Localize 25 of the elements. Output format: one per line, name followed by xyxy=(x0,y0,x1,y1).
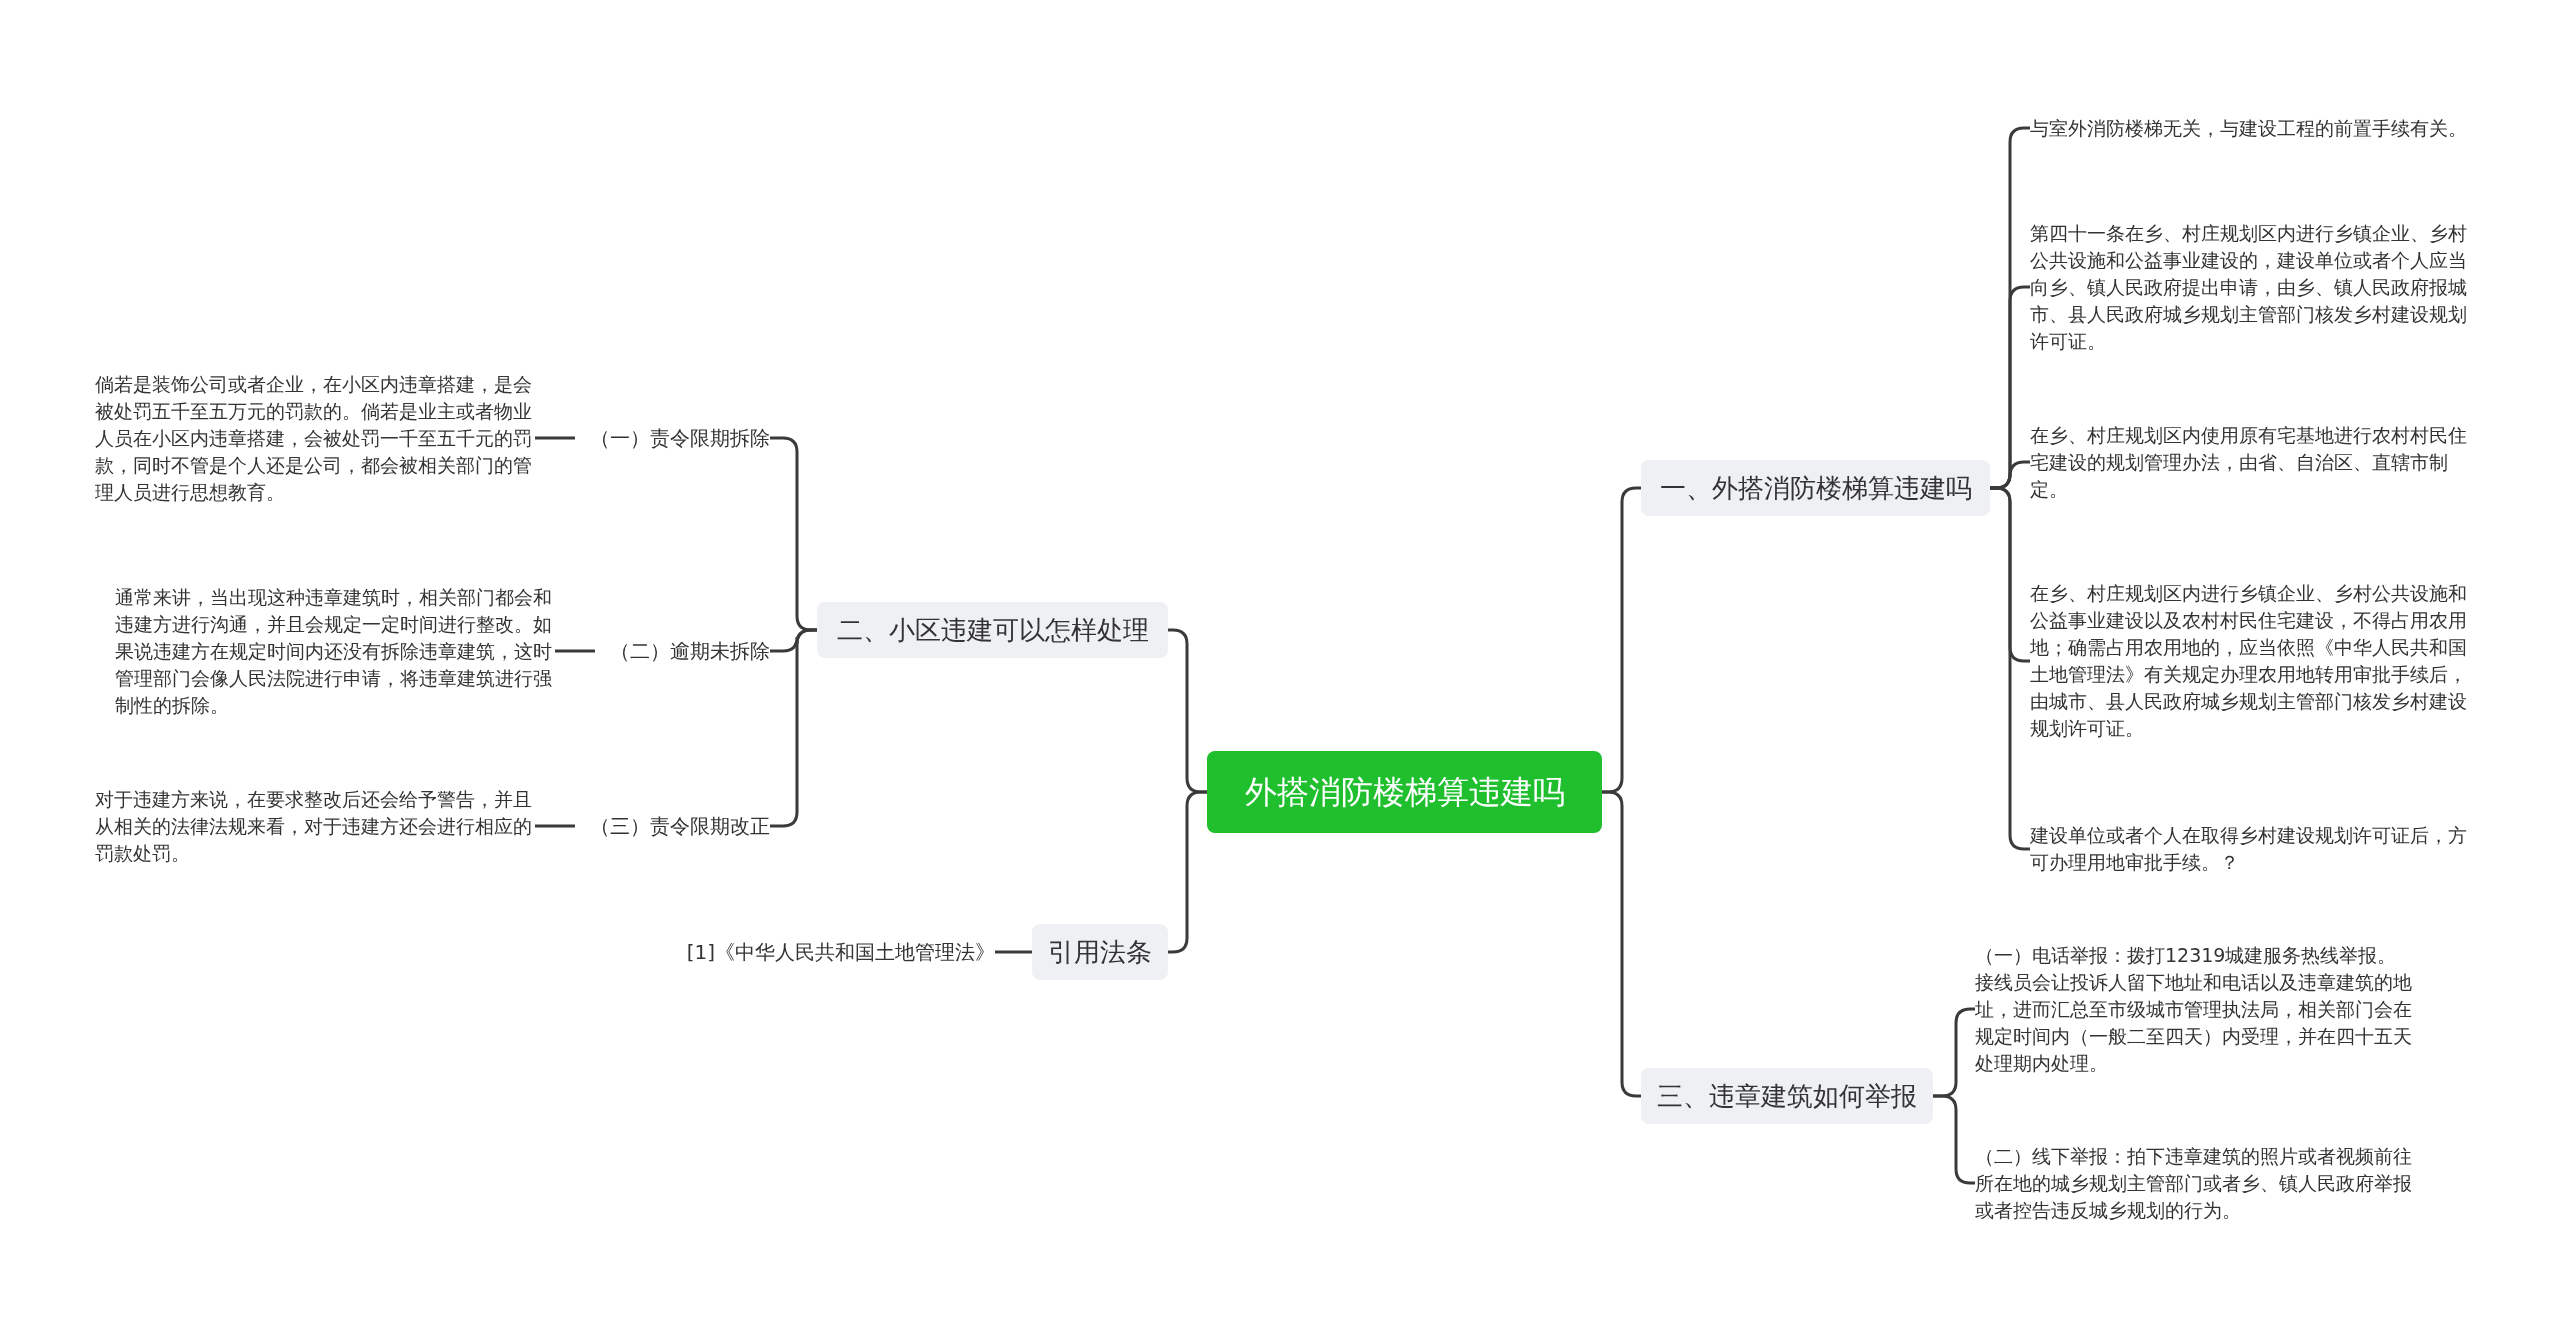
connector-line xyxy=(535,436,575,440)
subtopic-text: （一）责令限期拆除 xyxy=(575,418,770,458)
connector-line xyxy=(535,824,575,828)
note-text: 在乡、村庄规划区内进行乡镇企业、乡村公共设施和公益事业建设以及农村村民住宅建设，不得占用农用地；确需占用农用地的，应当依照《中华人民共和国土地管理法》有关规定办理农用地转用审批手续后，由城市、县人民政府城乡规划主管部门核发乡村建设规划许可证。 xyxy=(2030,561,2470,761)
note-text: 建设单位或者个人在取得乡村建设规划许可证后，方可办理用地审批手续。？ xyxy=(2030,818,2470,880)
note-text: 与室外消防楼梯无关，与建设工程的前置手续有关。 xyxy=(2030,98,2470,158)
subtopic-text: （二）逾期未拆除 xyxy=(595,631,770,671)
note-text: 倘若是装饰公司或者企业，在小区内违章搭建，是会被处罚五千至五万元的罚款的。倘若是业主或者物业人员在小区内违章搭建，会被处罚一千至五千元的罚款，同时不管是个人还是公司，都会被相关部门的管理人员进行思想教育。 xyxy=(95,353,535,523)
note-text: （一）电话举报：拨打12319城建服务热线举报。接线员会让投诉人留下地址和电话以及违章建筑的地址，进而汇总至市级城市管理执法局，相关部门会在规定时间内（一般二至四天）内受理，并在四十五天处理期内处理。 xyxy=(1975,936,2415,1082)
connector-line xyxy=(555,649,595,653)
note-text: 对于违建方来说，在要求整改后还会给予警告，并且从相关的法律法规来看，对于违建方还会进行相应的罚款处罚。 xyxy=(95,778,535,874)
topic-box: 三、违章建筑如何举报 xyxy=(1641,1068,1933,1124)
subtopic-text: [1]《中华人民共和国土地管理法》 xyxy=(655,932,995,972)
topic-box: 二、小区违建可以怎样处理 xyxy=(817,602,1168,658)
note-text: （二）线下举报：拍下违章建筑的照片或者视频前往所在地的城乡规划主管部门或者乡、镇人民政府举报或者控告违反城乡规划的行为。 xyxy=(1975,1137,2415,1229)
connector-line xyxy=(995,950,1032,954)
topic-box: 一、外搭消防楼梯算违建吗 xyxy=(1641,460,1990,516)
subtopic-text: （三）责令限期改正 xyxy=(575,806,770,846)
connector-line xyxy=(1602,790,1641,1098)
connector-line xyxy=(1168,790,1207,954)
note-text: 第四十一条在乡、村庄规划区内进行乡镇企业、乡村公共设施和公益事业建设的，建设单位或者个人应当向乡、镇人民政府提出申请，由乡、镇人民政府报城市、县人民政府城乡规划主管部门核发乡村建设规划许可证。 xyxy=(2030,217,2470,357)
topic-box: 引用法条 xyxy=(1032,924,1168,980)
central-topic: 外搭消防楼梯算违建吗 xyxy=(1207,751,1602,833)
note-text: 通常来讲，当出现这种违章建筑时，相关部门都会和违建方进行沟通，并且会规定一定时间进行整改。如果说违建方在规定时间内还没有拆除违章建筑，这时管理部门会像人民法院进行申请，将违章建筑进行强制性的拆除。 xyxy=(115,576,555,726)
note-text: 在乡、村庄规划区内使用原有宅基地进行农村村民住宅建设的规划管理办法，由省、自治区、直辖市制定。 xyxy=(2030,417,2470,507)
